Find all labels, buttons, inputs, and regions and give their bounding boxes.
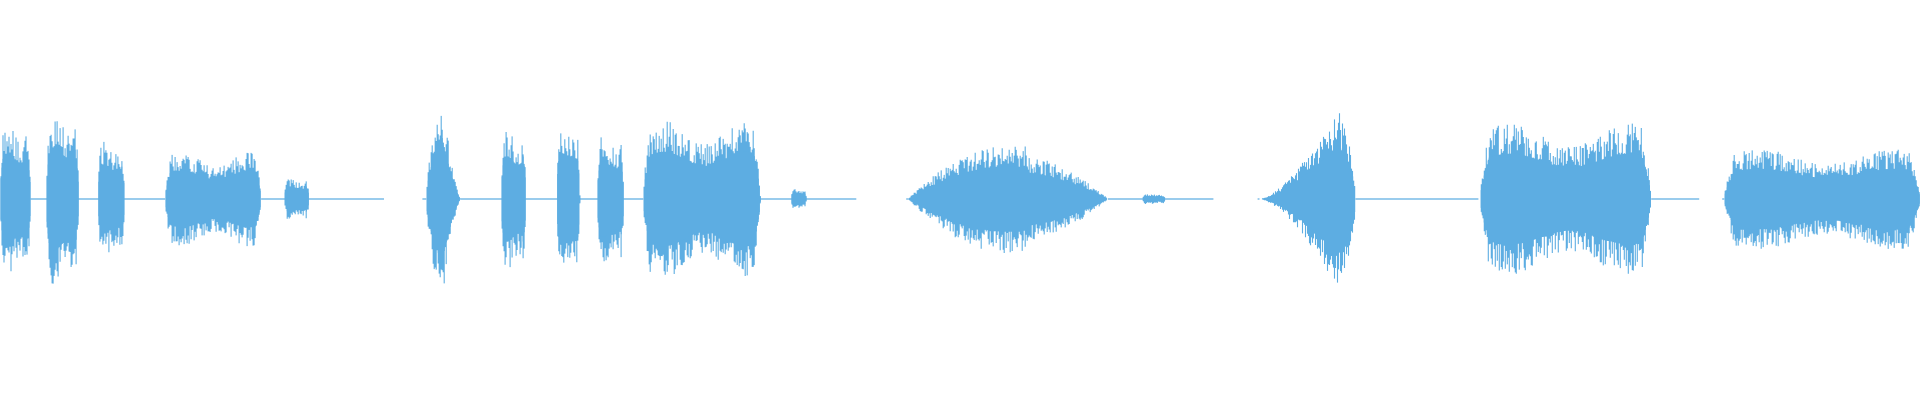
waveform-core bbox=[1262, 145, 1356, 253]
waveform-core bbox=[284, 186, 309, 212]
waveform-segment bbox=[557, 133, 581, 263]
waveform-segment bbox=[908, 146, 1107, 253]
waveform-segment bbox=[1724, 149, 1920, 249]
waveform-segment bbox=[0, 131, 31, 272]
waveform-segment bbox=[46, 121, 79, 284]
waveform-core bbox=[165, 170, 261, 228]
waveform-core bbox=[791, 192, 807, 206]
waveform-core bbox=[557, 153, 581, 245]
waveform-core bbox=[1480, 153, 1651, 245]
waveform-segment bbox=[165, 152, 261, 247]
waveform-core bbox=[426, 137, 460, 261]
waveform-signal bbox=[0, 113, 1920, 284]
waveform-segment bbox=[1480, 123, 1651, 274]
waveform-core bbox=[501, 156, 526, 242]
waveform-core bbox=[1724, 168, 1920, 230]
waveform-core bbox=[643, 151, 761, 247]
waveform-core bbox=[46, 147, 79, 251]
waveform-segment bbox=[501, 132, 526, 268]
waveform-segment bbox=[597, 137, 624, 262]
waveform-segment bbox=[643, 121, 761, 276]
waveform-core bbox=[908, 166, 1107, 232]
waveform-core bbox=[98, 164, 125, 234]
waveform-core bbox=[1142, 195, 1166, 203]
waveform-segment bbox=[426, 115, 461, 284]
waveform-segment bbox=[791, 189, 807, 208]
waveform-segment bbox=[284, 179, 309, 219]
waveform-core bbox=[597, 161, 624, 237]
waveform-segment bbox=[1261, 113, 1356, 283]
waveform-core bbox=[0, 153, 31, 245]
waveform-segment bbox=[1142, 194, 1166, 204]
waveform-segment bbox=[98, 141, 125, 253]
